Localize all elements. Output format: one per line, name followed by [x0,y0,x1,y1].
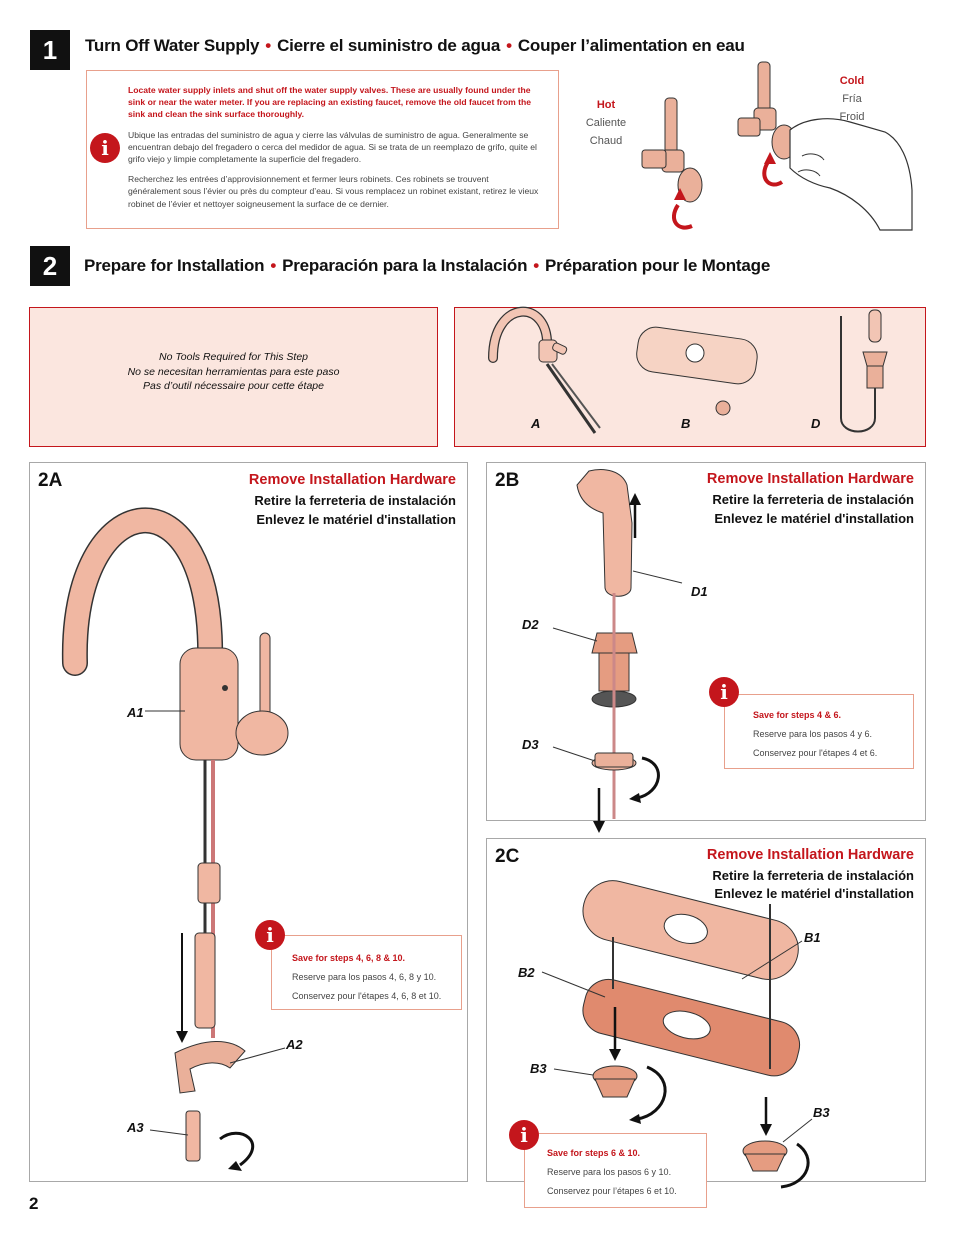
panel-2a-id: 2A [38,470,63,491]
info-icon: i [709,677,739,707]
part-label-a: A [531,416,541,431]
step-1-title-es: Cierre el suministro de agua [277,36,501,55]
step-1-title-fr: Couper l’alimentation en eau [517,36,745,55]
panel-2b: 2B Remove Installation Hardware Retire l… [486,462,926,833]
info-icon: i [255,920,285,950]
part-label-b: B [681,416,691,431]
panel-2b-heading-fr: Enlevez le matériel d'installation [714,511,914,526]
shutoff-valves-illustration [641,61,913,231]
no-tools-en: No Tools Required for This Step [158,351,309,363]
step-1-title-en: Turn Off Water Supply [85,36,260,55]
panel-2b-note-es: Reserve para los pasos 4 y 6. [753,729,873,739]
panel-2a-heading-en: Remove Installation Hardware [248,472,456,488]
panel-2c-id: 2C [495,846,520,867]
step-2-number: 2 [30,246,70,286]
callout-b2: B2 [518,965,535,980]
step-1-info-en: Locate water supply inlets and shut off … [128,85,532,120]
hot-label-en: Hot [596,99,616,111]
hot-label-fr: Chaud [589,135,623,147]
panel-2a-note-fr: Conservez pour l'étapes 4, 6, 8 et 10. [292,991,442,1001]
panel-2b-id: 2B [495,470,520,491]
callout-d2: D2 [522,617,539,632]
panel-2b-note: Save for steps 4 & 6. Reserve para los p… [724,694,914,769]
step-1-number: 1 [30,30,70,70]
cold-label-en: Cold [839,75,865,87]
panel-2a: 2A Remove Installation Hardware Retire l… [29,462,468,1182]
cold-label-fr: Froid [839,111,865,123]
step-2-title-fr: Préparation pour le Montage [545,256,771,275]
no-tools-es: No se necesitan herramientas para este p… [127,365,340,378]
panel-2c-note-es: Reserve para los pasos 6 y 10. [547,1167,672,1177]
no-tools-fr: Pas d’outil nécessaire pour cette étape [143,380,324,392]
info-icon: i [90,133,120,163]
panel-2c-heading-es: Retire la ferreteria de instalación [712,868,914,883]
part-label-d: D [811,416,821,431]
parts-box: A B D [454,306,926,447]
panel-2a-note-es: Reserve para los pasos 4, 6, 8 y 10. [292,972,437,982]
panel-2c-note-en: Save for steps 6 & 10. [547,1148,641,1158]
no-tools-box: No Tools Required for This Step No se ne… [29,307,438,447]
page-number: 2 [29,1194,39,1213]
panel-2c-heading-fr: Enlevez le matériel d'installation [714,886,914,901]
cold-label-es: Fría [842,93,862,105]
sprayer-illustration [552,469,683,833]
callout-a1: A1 [127,705,144,720]
panel-2a-note-en: Save for steps 4, 6, 8 & 10. [292,953,406,963]
panel-2c-heading-en: Remove Installation Hardware [706,847,914,863]
step-2-title-en: Prepare for Installation [84,256,265,275]
callout-b3-right: B3 [813,1105,830,1120]
panel-2c: 2C Remove Installation Hardware Retire l… [486,838,926,1208]
callout-d1: D1 [691,584,708,599]
panel-2b-heading-en: Remove Installation Hardware [706,471,914,487]
parts-illustration [488,306,888,434]
hot-label-es: Caliente [585,117,627,129]
step-1-info-es: Ubique las entradas del suministro de ag… [128,129,537,165]
hot-label: Hot Caliente Chaud [582,96,630,150]
panel-2a-heading-es: Retire la ferreteria de instalación [254,493,456,508]
step-2-title-es: Preparación para la Instalación [282,256,528,275]
callout-b1: B1 [804,930,821,945]
panel-2c-note: Save for steps 6 & 10. Reserve para los … [524,1133,707,1208]
step-2-title: Prepare for Installation•Preparación par… [84,256,771,275]
panel-2c-note-fr: Conservez pour l’étapes 6 et 10. [547,1186,677,1196]
panel-2b-heading-es: Retire la ferreteria de instalación [712,492,914,507]
panel-2a-heading-fr: Enlevez le matériel d'installation [256,512,456,527]
step-1-title: Turn Off Water Supply•Cierre el suminist… [85,36,745,55]
callout-d3: D3 [522,737,539,752]
step-1-info-box: i Locate water supply inlets and shut of… [86,70,559,229]
step-1-info-fr: Recherchez les entrées d’approvisionneme… [128,174,539,209]
faucet-illustration [61,507,289,1171]
panel-2a-note: Save for steps 4, 6, 8 & 10. Reserve par… [271,935,462,1010]
cold-label: Cold Fría Froid [830,72,874,126]
panel-2b-note-en: Save for steps 4 & 6. [753,710,842,720]
callout-a2: A2 [286,1037,303,1052]
callout-b3-left: B3 [530,1061,547,1076]
deckplate-illustration [541,880,813,1189]
panel-2b-note-fr: Conservez pour l'étapes 4 et 6. [753,748,878,758]
info-icon: i [509,1120,539,1150]
callout-a3: A3 [127,1120,144,1135]
